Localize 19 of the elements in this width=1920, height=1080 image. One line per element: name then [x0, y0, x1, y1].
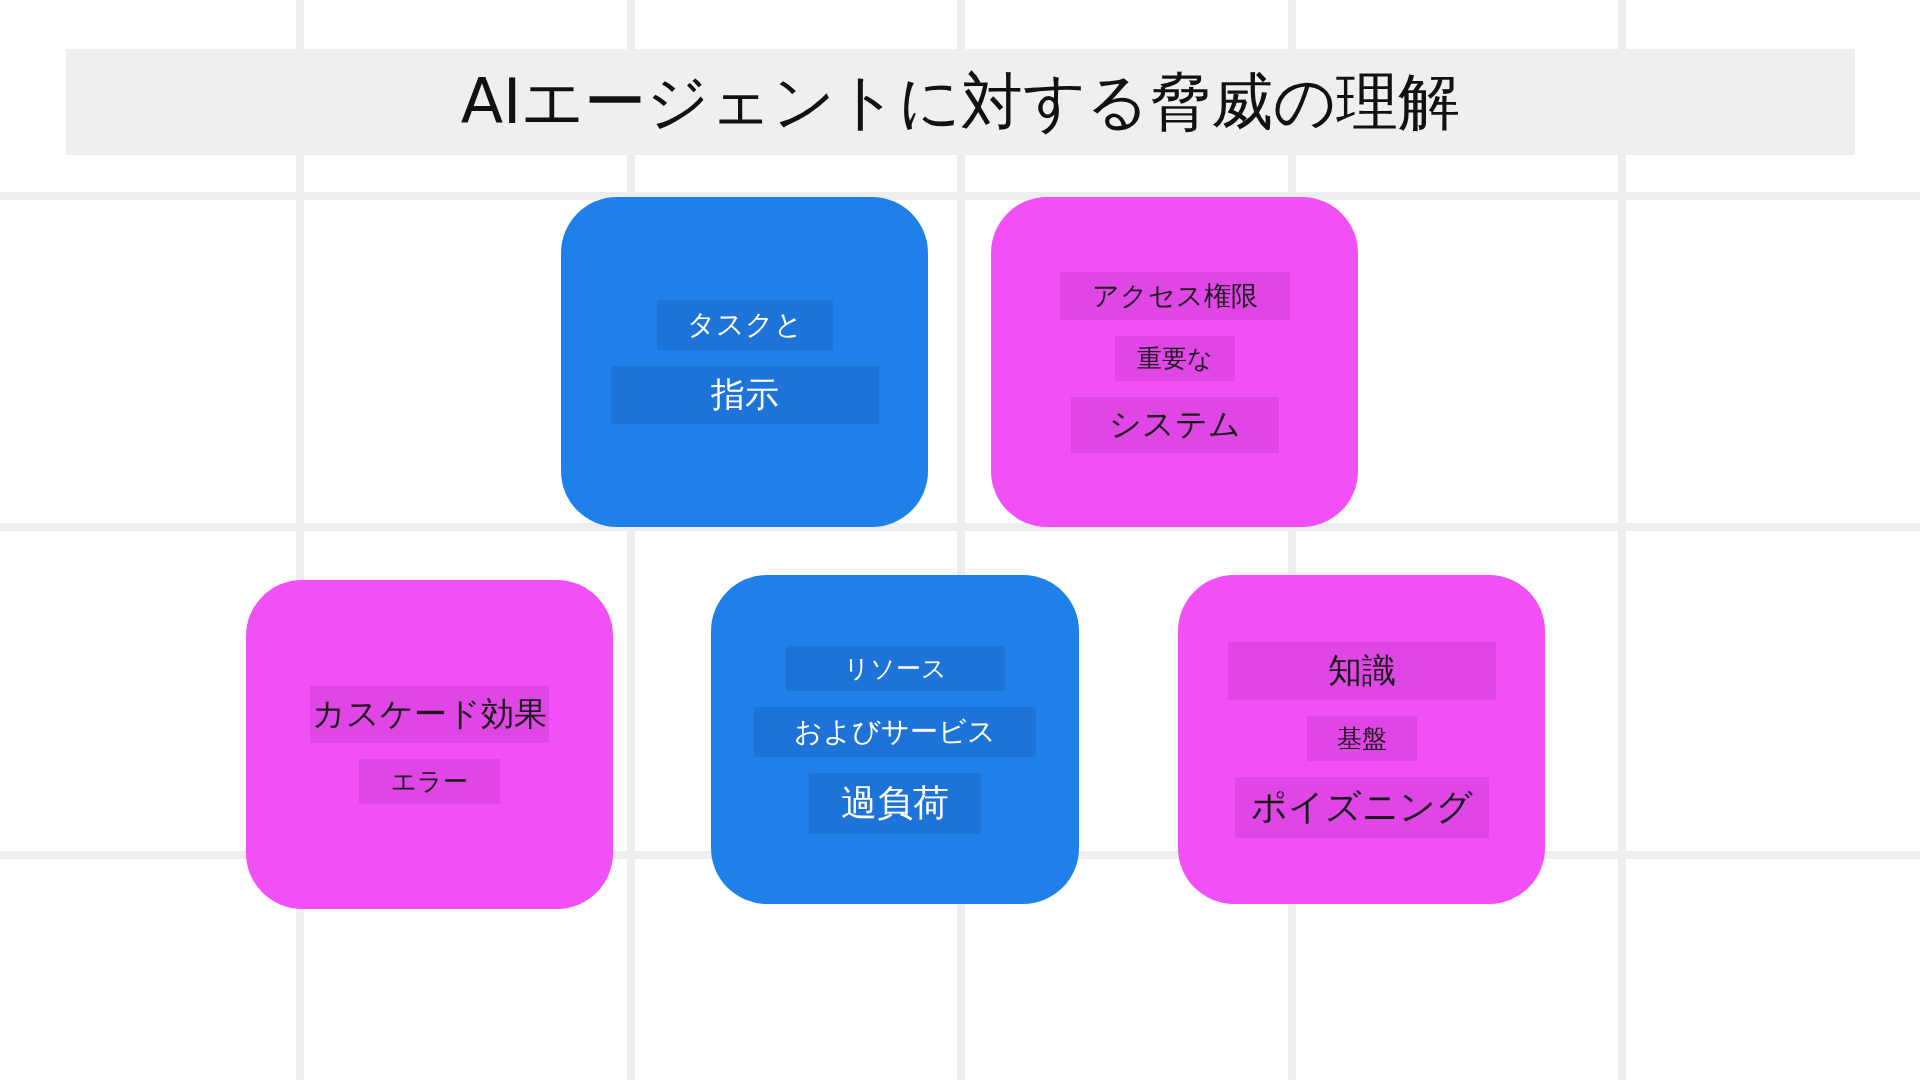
- box-label: リソース: [785, 645, 1005, 691]
- box-label: およびサービス: [754, 706, 1036, 757]
- box-label: ポイズニング: [1234, 776, 1489, 838]
- rounded-box: [561, 197, 928, 527]
- box-label: 過負荷: [809, 772, 981, 834]
- rounded-box: [1178, 575, 1545, 904]
- box-label: エラー: [359, 758, 500, 804]
- rounded-box: [711, 575, 1079, 904]
- box-label: 重要な: [1114, 335, 1235, 381]
- box-label: アクセス権限: [1059, 271, 1290, 320]
- title: AIエージェントに対する脅威の理解: [460, 64, 1461, 140]
- box-label: タスクと: [656, 300, 833, 350]
- box-label: カスケード効果: [310, 685, 549, 743]
- box-label: システム: [1070, 396, 1279, 453]
- rounded-box: [246, 580, 613, 909]
- box-label: 基盤: [1306, 715, 1417, 761]
- box-label: 指示: [610, 366, 879, 424]
- rounded-box: [991, 197, 1358, 527]
- box-label: 知識: [1227, 641, 1496, 700]
